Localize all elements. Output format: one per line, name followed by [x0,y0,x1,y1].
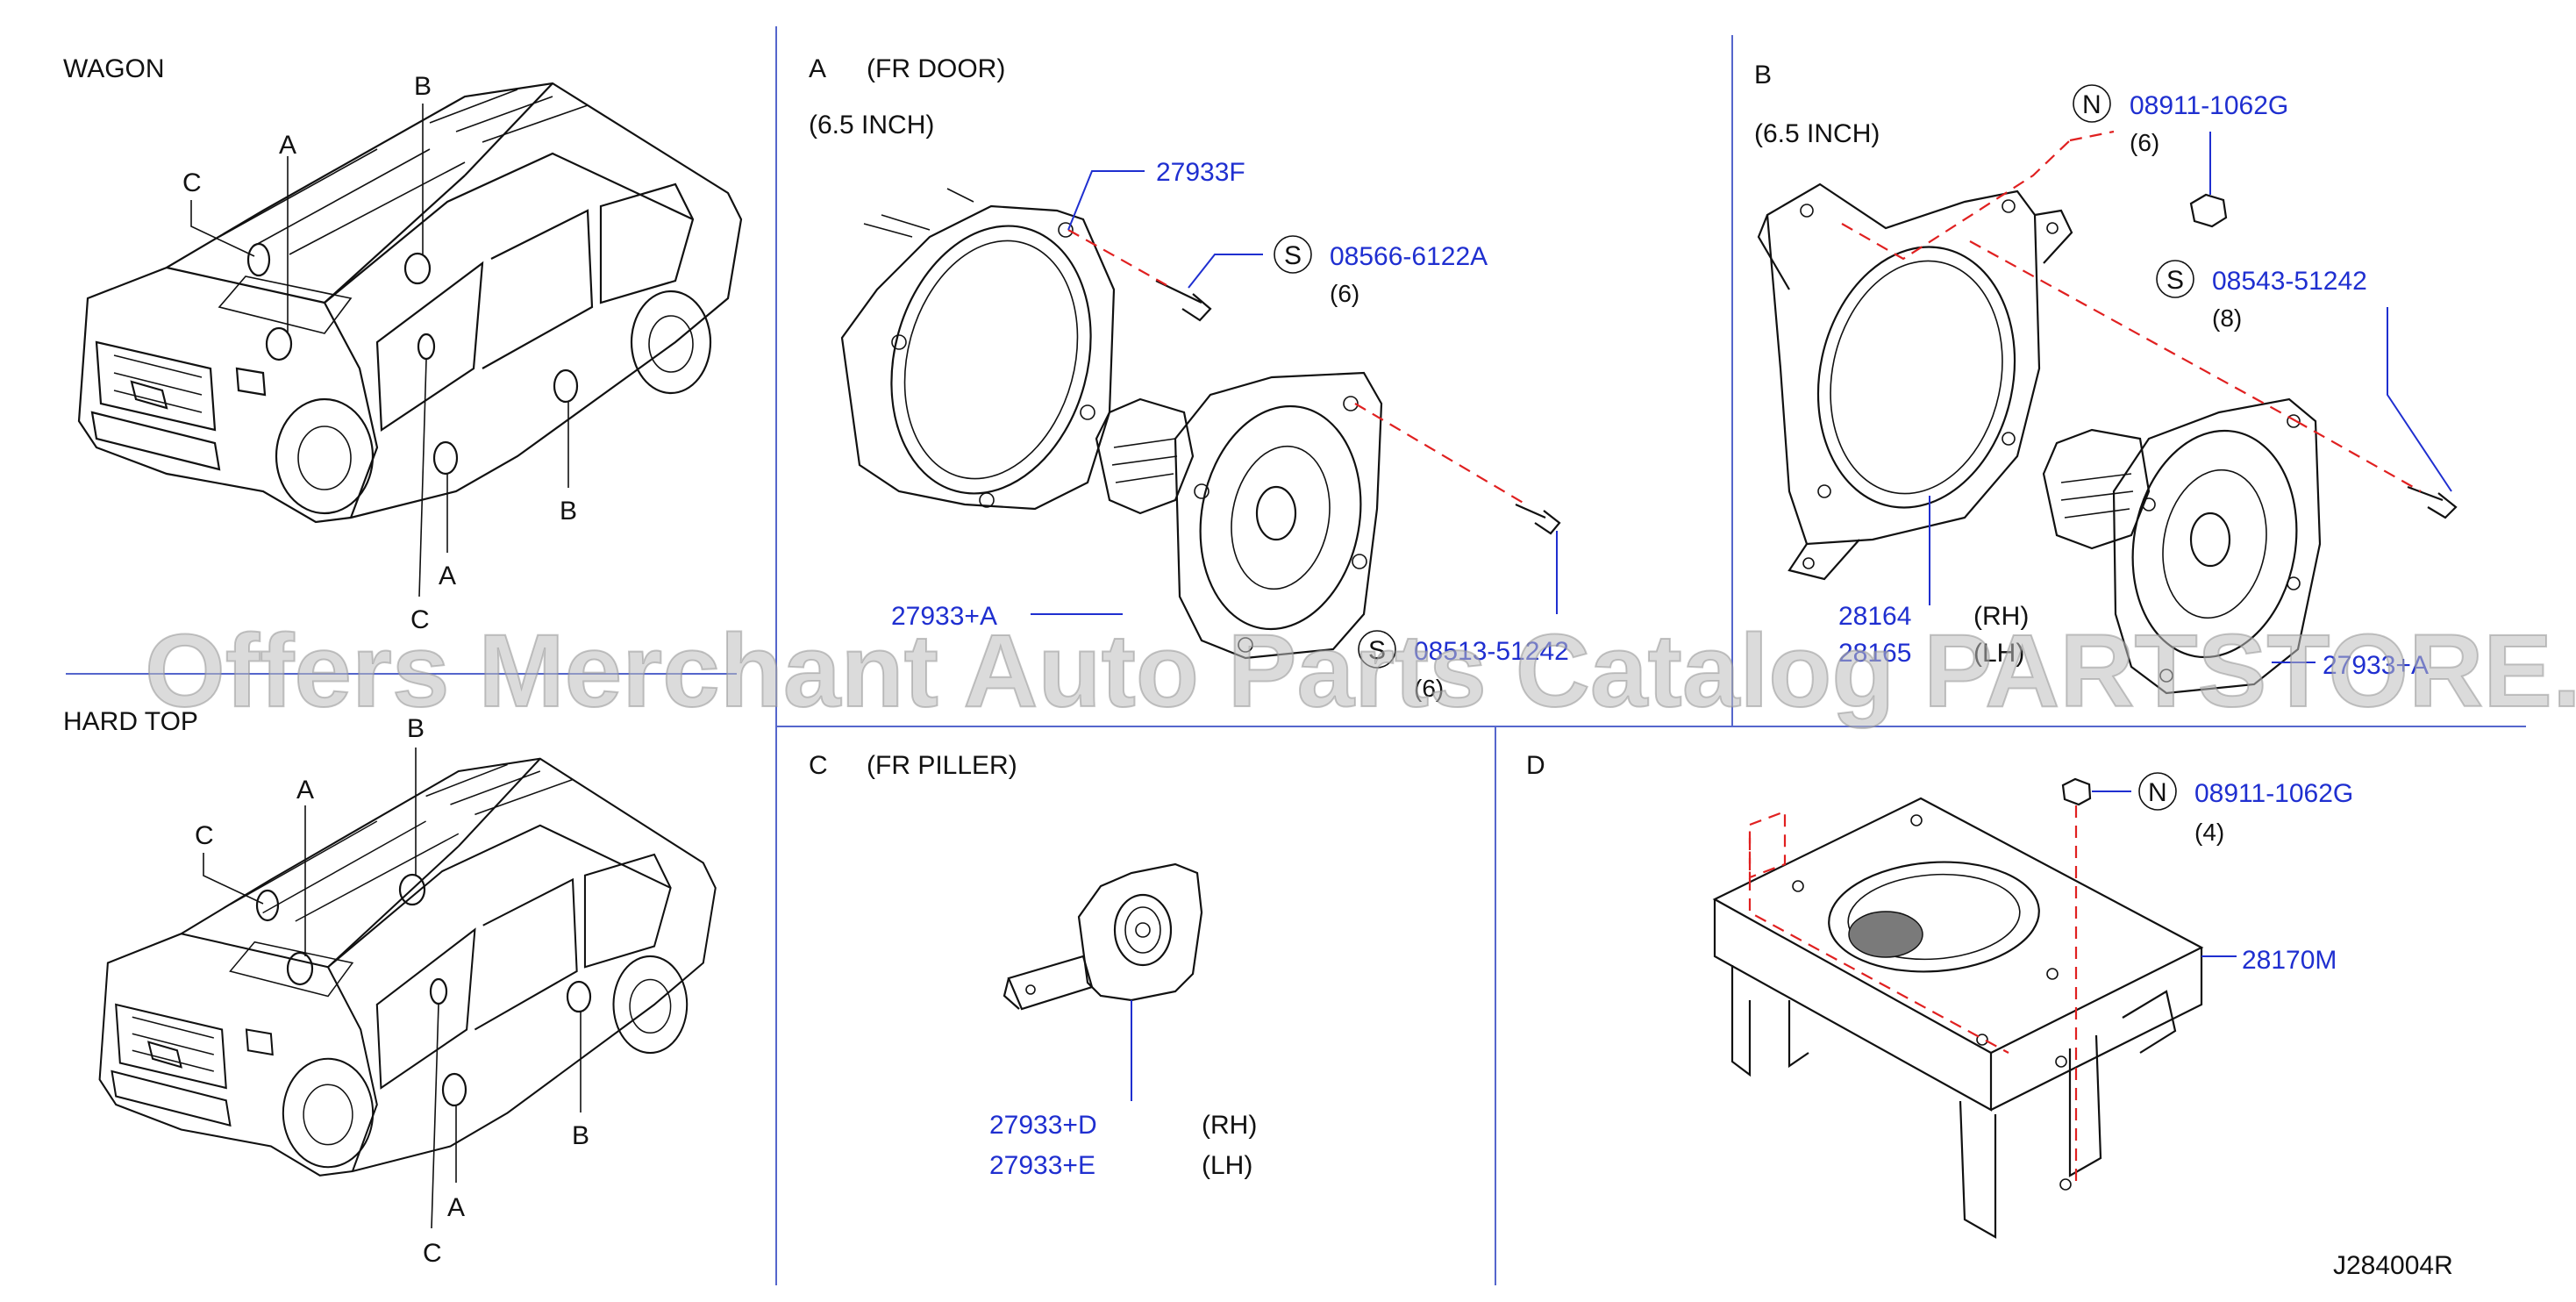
part-side: (RH) [1202,1111,1257,1140]
callout-c-top: C [195,821,214,850]
speaker-size: (6.5 INCH) [809,111,934,140]
callout-a-top: A [279,131,296,160]
panel-d-subwoofer: D N 08911-1062G (4) [1526,751,2353,1239]
panel-letter: A [809,54,826,83]
callout-a-bottom: A [447,1193,465,1222]
part-number[interactable]: 28164 [1838,602,1911,631]
part-quantity: (4) [2194,819,2224,846]
part-number[interactable]: 08911-1062G [2130,91,2288,120]
part-quantity: (6) [1414,675,1444,702]
part-side: (LH) [1202,1151,1252,1180]
callout-a-bottom: A [439,562,456,590]
part-number[interactable]: 08513-51242 [1414,637,1569,666]
part-number[interactable]: 08566-6122A [1330,242,1488,271]
part-number[interactable]: 08911-1062G [2194,779,2353,808]
vehicle-wagon: WAGON A B C A B C [63,54,743,634]
part-number[interactable]: 27933+D [989,1111,1097,1140]
part-number[interactable]: 28170M [2242,946,2337,975]
part-number[interactable]: 27933+A [891,602,997,631]
callout-c-bottom: C [423,1239,442,1268]
fastener-code: S [1368,636,1386,665]
vehicle-hard-top: HARD TOP A B C A B C [63,707,717,1268]
panel-letter: B [1754,61,1772,89]
part-quantity: (6) [1330,280,1359,307]
callout-b-top: B [414,72,432,101]
part-quantity: (6) [2130,129,2159,156]
part-number[interactable]: 27933+E [989,1151,1095,1180]
callout-b-bottom: B [560,497,577,526]
part-quantity: (8) [2212,304,2242,332]
callout-c-top: C [182,168,202,197]
panel-title: (FR PILLER) [867,751,1017,780]
fastener-code: N [2082,90,2101,119]
panel-c-front-pillar: C (FR PILLER) 27933+D (RH) 27933+E (LH) [809,751,1257,1180]
watermark: Offers Merchant Auto Parts Catalog PARTS… [145,613,2576,729]
callout-c-bottom: C [410,605,430,634]
part-number[interactable]: 08543-51242 [2212,267,2367,296]
part-number[interactable]: 27933+A [2323,651,2429,680]
part-side: (RH) [1973,602,2029,631]
drawing-code: J284004R [2333,1251,2453,1280]
panel-a-front-door: A (FR DOOR) (6.5 INCH) [809,54,1569,702]
fastener-code: S [2166,266,2184,295]
part-number[interactable]: 27933F [1156,158,1245,187]
callout-b-bottom: B [572,1121,589,1150]
callout-a-top: A [296,776,314,805]
part-number[interactable]: 28165 [1838,639,1911,668]
part-side: (LH) [1973,639,2024,668]
vehicle-title: WAGON [63,54,165,83]
panel-letter: C [809,751,828,780]
fastener-code: N [2148,778,2167,807]
callout-b-top: B [407,714,425,743]
fastener-code: S [1284,241,1302,270]
speaker-size: (6.5 INCH) [1754,119,1880,148]
vehicle-title: HARD TOP [63,707,198,736]
panel-letter: D [1526,751,1545,780]
panel-title: (FR DOOR) [867,54,1005,83]
panel-b-speaker: B (6.5 INCH) [1754,61,2458,695]
